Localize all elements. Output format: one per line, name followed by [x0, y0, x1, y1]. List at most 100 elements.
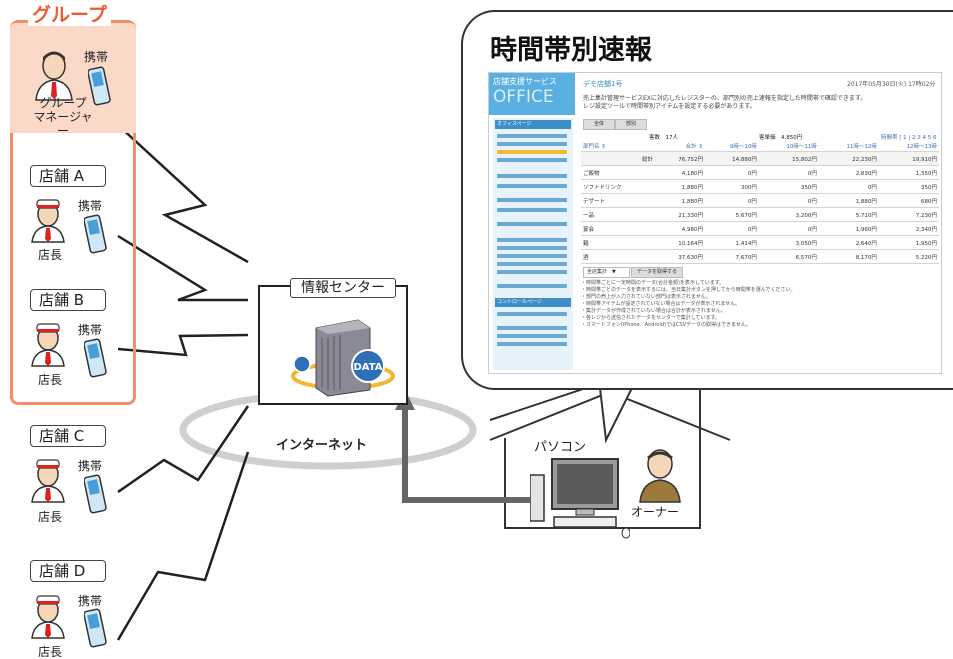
sidebar-item[interactable] [497, 334, 567, 338]
tab-dept[interactable]: 部別 [615, 119, 647, 130]
sidebar-item[interactable] [497, 326, 567, 330]
screen-sidebar: オフィスページ コントロールページ [493, 118, 573, 370]
sidebar-header-control: コントロールページ [495, 298, 571, 307]
column-header: 合計 ⇕ [654, 141, 705, 152]
sales-table: 部門名 ⇕ 合計 ⇕ 9時〜10時 10時〜11時 11時〜12時 12時〜13… [581, 141, 939, 264]
store-c-label: 店舗 C [30, 425, 106, 447]
column-header: 9時〜10時 [704, 141, 759, 152]
group-manager-area [10, 23, 136, 133]
note-line: ・各レジから送信されたデータをセンターで集計しています。 [581, 315, 721, 321]
callout-tail [598, 387, 634, 444]
sidebar-item[interactable] [497, 284, 567, 288]
column-header: 部門名 ⇕ [581, 141, 655, 152]
store-c-manager-icon [31, 459, 65, 503]
brand-small: 店舗支援サービス [493, 77, 557, 86]
store-b-phone-label: 携帯 [78, 323, 103, 337]
link-store-c [117, 405, 250, 494]
store-select[interactable]: 全店集計 ▼ [583, 267, 630, 278]
table-header-row: 部門名 ⇕ 合計 ⇕ 9時〜10時 10時〜11時 11時〜12時 12時〜13… [581, 141, 939, 152]
hour-pager[interactable]: 時間帯 [ 1 | 2 3 4 5 6 [881, 135, 937, 141]
data-badge-text: DATA [353, 362, 382, 373]
mobile-phone-icon [88, 66, 111, 106]
store-a-role: 店長 [38, 248, 63, 262]
sidebar-item[interactable] [497, 222, 567, 226]
store-b-label: 店舗 B [30, 289, 106, 311]
data-arrow [402, 405, 540, 503]
note-line: ・部門の売上が入力されていない部門は表示されません。 [581, 294, 711, 300]
store-d-label: 店舗 D [30, 560, 106, 582]
store-b-manager-icon [31, 323, 65, 367]
sidebar-header-office: オフィスページ [495, 120, 571, 129]
manager-person-icon [35, 51, 73, 101]
sidebar-item[interactable] [497, 142, 567, 146]
mobile-phone-icon [84, 608, 107, 648]
sidebar-item[interactable] [497, 184, 567, 188]
server-icon: DATA [291, 319, 395, 397]
store-d-manager-icon [31, 595, 65, 639]
sidebar-item[interactable] [497, 174, 567, 178]
sidebar-item[interactable] [497, 270, 567, 274]
sidebar-item[interactable] [497, 158, 567, 162]
brand-big: OFFICE [493, 87, 554, 107]
note-line: ・時間帯ごとに一定時間のデータ(合計金額)を表示しています。 [581, 280, 725, 286]
note-line: ・集計データが作成されていない場合は合計が表示されません。 [581, 308, 726, 314]
link-group [117, 124, 249, 264]
pc-label: パソコン [534, 440, 587, 455]
manager-label: グループ マネージャー [33, 96, 93, 138]
store-a-manager-icon [31, 199, 65, 243]
screen-date: 2017年05月30日(火) 17時02分 [847, 81, 936, 88]
manager-phone-label: 携帯 [84, 50, 109, 64]
screen-desc-2: レジ設定ツールで時間帯別アイテムを設定する必要があります。 [583, 103, 756, 110]
screen-page-title: デモ店舗1号 [583, 80, 623, 88]
report-screen: 店舗支援サービス OFFICE オフィスページ コントロールページ デモ店舗1号… [488, 72, 942, 374]
sidebar-item[interactable] [497, 208, 567, 212]
sidebar-item[interactable] [497, 246, 567, 250]
column-header: 10時〜11時 [758, 141, 819, 152]
store-c-phone-label: 携帯 [78, 459, 103, 473]
owner-person-icon [639, 449, 681, 503]
link-store-b [117, 333, 249, 357]
store-a-label: 店舗 A [30, 165, 106, 187]
screen-desc-1: 売上集計管理サービスEXに対応したレジスターの、部門別の売上速報を指定した時間帯… [583, 95, 867, 102]
sidebar-item[interactable] [497, 312, 567, 316]
link-store-d [116, 451, 250, 641]
mobile-phone-icon [84, 214, 107, 254]
tab-all[interactable]: 全体 [583, 119, 615, 130]
sidebar-item[interactable] [497, 254, 567, 258]
store-d-phone-label: 携帯 [78, 594, 103, 608]
column-header: 12時〜13時 [878, 141, 939, 152]
owner-label: オーナー [631, 505, 680, 519]
sidebar-item[interactable] [497, 342, 567, 346]
avg-spend: 客単価 4,850円 [759, 135, 803, 141]
screen-brand: 店舗支援サービス OFFICE [489, 73, 575, 115]
mobile-phone-icon [84, 474, 107, 514]
guest-count: 客数 17人 [649, 135, 678, 141]
group-title: グループ [28, 4, 111, 26]
sidebar-item[interactable] [497, 198, 567, 202]
sidebar-item[interactable] [497, 262, 567, 266]
desktop-pc-icon [530, 458, 630, 539]
store-d-role: 店長 [38, 645, 63, 659]
screen-notes: ・時間帯ごとに一定時間のデータ(合計金額)を表示しています。 ・時間帯ごとのデー… [581, 280, 931, 329]
store-c-role: 店長 [38, 510, 63, 524]
mobile-phone-icon [84, 338, 107, 378]
column-header: 11時〜12時 [818, 141, 879, 152]
store-a-phone-label: 携帯 [78, 199, 103, 213]
note-line: ・時間帯アイテムが設定されていない場合はデータが表示されません。 [581, 301, 741, 307]
callout-title: 時間帯別速報 [490, 35, 652, 66]
fetch-data-button[interactable]: データを取得する [631, 267, 683, 278]
info-center-label: 情報センター [290, 278, 396, 298]
store-b-role: 店長 [38, 373, 63, 387]
link-store-a [117, 234, 248, 302]
sidebar-item[interactable] [497, 134, 567, 138]
sidebar-item[interactable] [497, 238, 567, 242]
sidebar-item-selected[interactable] [497, 150, 567, 154]
